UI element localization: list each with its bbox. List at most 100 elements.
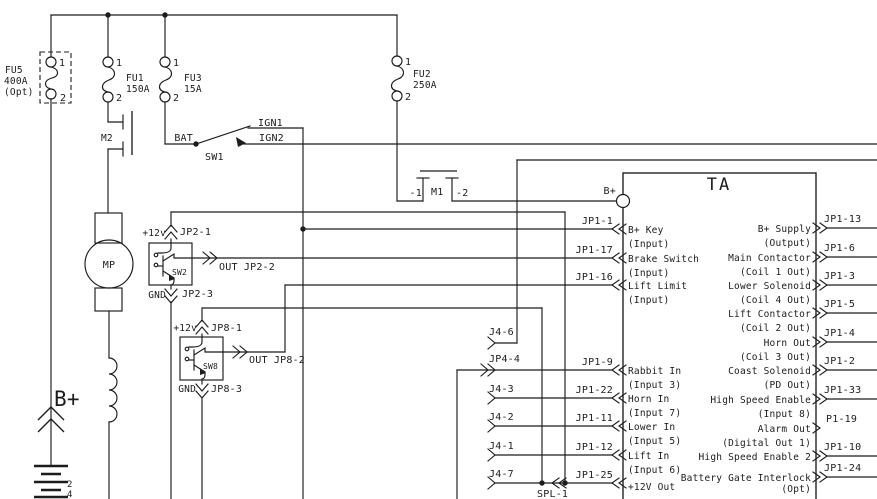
- sw2-pins: +12v JP2-1 OUT JP2-2 GND JP2-3: [142, 224, 275, 304]
- fuse-note: (Opt): [4, 87, 34, 98]
- bplus-node-icon: [615, 193, 631, 209]
- ign2-arrowhead-icon: [236, 137, 246, 147]
- j4-pin-label: J4-1: [489, 441, 514, 452]
- ta-pin-label: JP1-12: [576, 442, 613, 453]
- battery: B+ 2 4: [34, 387, 80, 499]
- ta-pin-label: JP1-5: [824, 299, 855, 310]
- motor-label: MP: [103, 260, 115, 271]
- ta-pin-label: JP1-10: [824, 442, 861, 453]
- motor-mp: MP: [84, 212, 134, 312]
- inductor-coil: [108, 357, 118, 423]
- pin-arrow-icon: [487, 391, 496, 405]
- bplus-node-label: B+: [604, 186, 616, 197]
- ta-pin-label: JP1-13: [824, 214, 861, 225]
- fuse-fu3: 1 2 FU3 15A: [158, 56, 202, 104]
- sw8-gnd-label: GND: [178, 384, 196, 395]
- ta-pin-name: +12V Out: [628, 482, 675, 493]
- ta-pin-name: Lift In: [628, 451, 669, 462]
- ta-pin-name: Horn Out: [764, 338, 811, 349]
- fu5-optional-box: [39, 51, 72, 104]
- up-arrow-icon: [164, 224, 178, 233]
- bplus-chevron-icon: [37, 406, 65, 421]
- ta-pin-label: P1-19: [826, 414, 857, 425]
- out-arrow-icon: [239, 345, 248, 359]
- fuse-rating: 150A: [126, 84, 150, 95]
- battery-bplus-label: B+: [54, 387, 80, 411]
- wires: [50, 14, 877, 499]
- ta-pin-sub: (Input 6): [628, 465, 681, 476]
- wire-sw1-blade: [195, 125, 251, 145]
- ta-pin-sub: (Coil 2 Out): [740, 323, 811, 334]
- ta-pin-name: Brake Switch: [628, 254, 699, 265]
- ta-pin-label: JP1-3: [824, 271, 855, 282]
- ta-pin-sub: (Input 8): [758, 409, 811, 420]
- ta-pin-name: B+ Key: [628, 225, 664, 236]
- ta-pin-name: Horn In: [628, 394, 669, 405]
- fuse-terminal: 1: [405, 57, 411, 68]
- fuse-terminal: 1: [59, 58, 65, 69]
- switch-sw2: SW2: [148, 242, 193, 286]
- fuse-ref: FU2: [413, 69, 431, 80]
- ta-pin-name: Main Contactor: [728, 253, 811, 264]
- pin-arrow-icon: [487, 336, 496, 350]
- sw8-label: SW8: [203, 362, 218, 371]
- pin-arrow-icon: [487, 363, 496, 377]
- j4-pin-label: JP4-4: [489, 354, 520, 365]
- ta-pin-name: High Speed Enable: [710, 395, 811, 406]
- splice-arrow-icon: [551, 477, 560, 489]
- splice-label: SPL-1: [537, 489, 568, 499]
- sw8-jp8-3-label: JP8-3: [211, 384, 242, 395]
- ta-pin-label: JP1-6: [824, 243, 855, 254]
- ta-pin-name: Lower Solenoid: [728, 281, 811, 292]
- ta-pin-name: Lift Contactor: [728, 309, 811, 320]
- ta-pin-sub: (Input 3): [628, 380, 681, 391]
- sw2-label: SW2: [172, 268, 187, 277]
- out-arrow-icon: [202, 251, 211, 265]
- j4-connector-pins: J4-6 JP4-4 J4-3 J4-2 J4-1 J4-7 SPL-1: [480, 327, 568, 499]
- fuse-fu2: 1 2 FU2 250A: [390, 55, 437, 103]
- ta-pin-label: JP1-24: [824, 463, 861, 474]
- ta-pin-sub: (PD Out): [764, 380, 811, 391]
- ta-pin-label: JP1-11: [576, 413, 613, 424]
- ta-pin-sub: (Coil 3 Out): [740, 352, 811, 363]
- fuse-terminal: 2: [116, 93, 122, 104]
- ta-pin-name: Coast Solenoid: [728, 366, 811, 377]
- fuse-ref: FU1: [126, 73, 144, 84]
- sw8-emitter-arrow-icon: [200, 368, 206, 375]
- ta-pin-name: B+ Supply: [758, 224, 811, 235]
- ta-pin-name: Rabbit In: [628, 366, 681, 377]
- out-arrow-icon: [232, 345, 241, 359]
- ta-pin-label: JP1-25: [576, 470, 613, 481]
- fuse-ref: FU5: [5, 65, 23, 76]
- key-switch-sw1: BAT SW1 IGN1 IGN2: [174, 118, 283, 163]
- fuse-rating: 15A: [184, 84, 202, 95]
- m1-label: M1: [431, 187, 443, 198]
- contactor-m1: -1 M1 -2: [410, 170, 468, 202]
- j4-pin-label: J4-2: [489, 412, 514, 423]
- up-arrow-icon: [195, 326, 209, 335]
- contactor-m2: M2: [101, 111, 133, 157]
- up-arrow-icon: [195, 319, 209, 328]
- fuse-fu5: 1 2 FU5 400A (Opt): [4, 51, 72, 104]
- junction-dots: [105, 12, 568, 486]
- ta-title: TA: [707, 175, 731, 195]
- ta-pin-name: Battery Gate Interlock: [681, 473, 811, 484]
- pin-arrow-icon: [487, 476, 496, 490]
- out-arrow-icon: [209, 251, 218, 265]
- ta-pin-name: Alarm Out: [758, 424, 811, 435]
- j4-pin-label: J4-3: [489, 384, 514, 395]
- ta-pin-sub: (Coil 4 Out): [740, 295, 811, 306]
- ta-pin-label: JP1-2: [824, 356, 855, 367]
- bplus-chevron-icon: [37, 418, 65, 433]
- ta-pin-sub: (Input 7): [628, 408, 681, 419]
- ta-pin-label: JP1-22: [576, 385, 613, 396]
- ta-pin-sub: (Input): [628, 268, 669, 279]
- sw1-label: SW1: [205, 152, 224, 163]
- ta-pin-sub: (Coil 1 Out): [740, 267, 811, 278]
- fuse-rating: 250A: [413, 80, 437, 91]
- fuse-terminal: 1: [116, 58, 122, 69]
- sw2-jp2-1-label: JP2-1: [180, 227, 211, 238]
- switch-sw8: SW8: [179, 336, 224, 381]
